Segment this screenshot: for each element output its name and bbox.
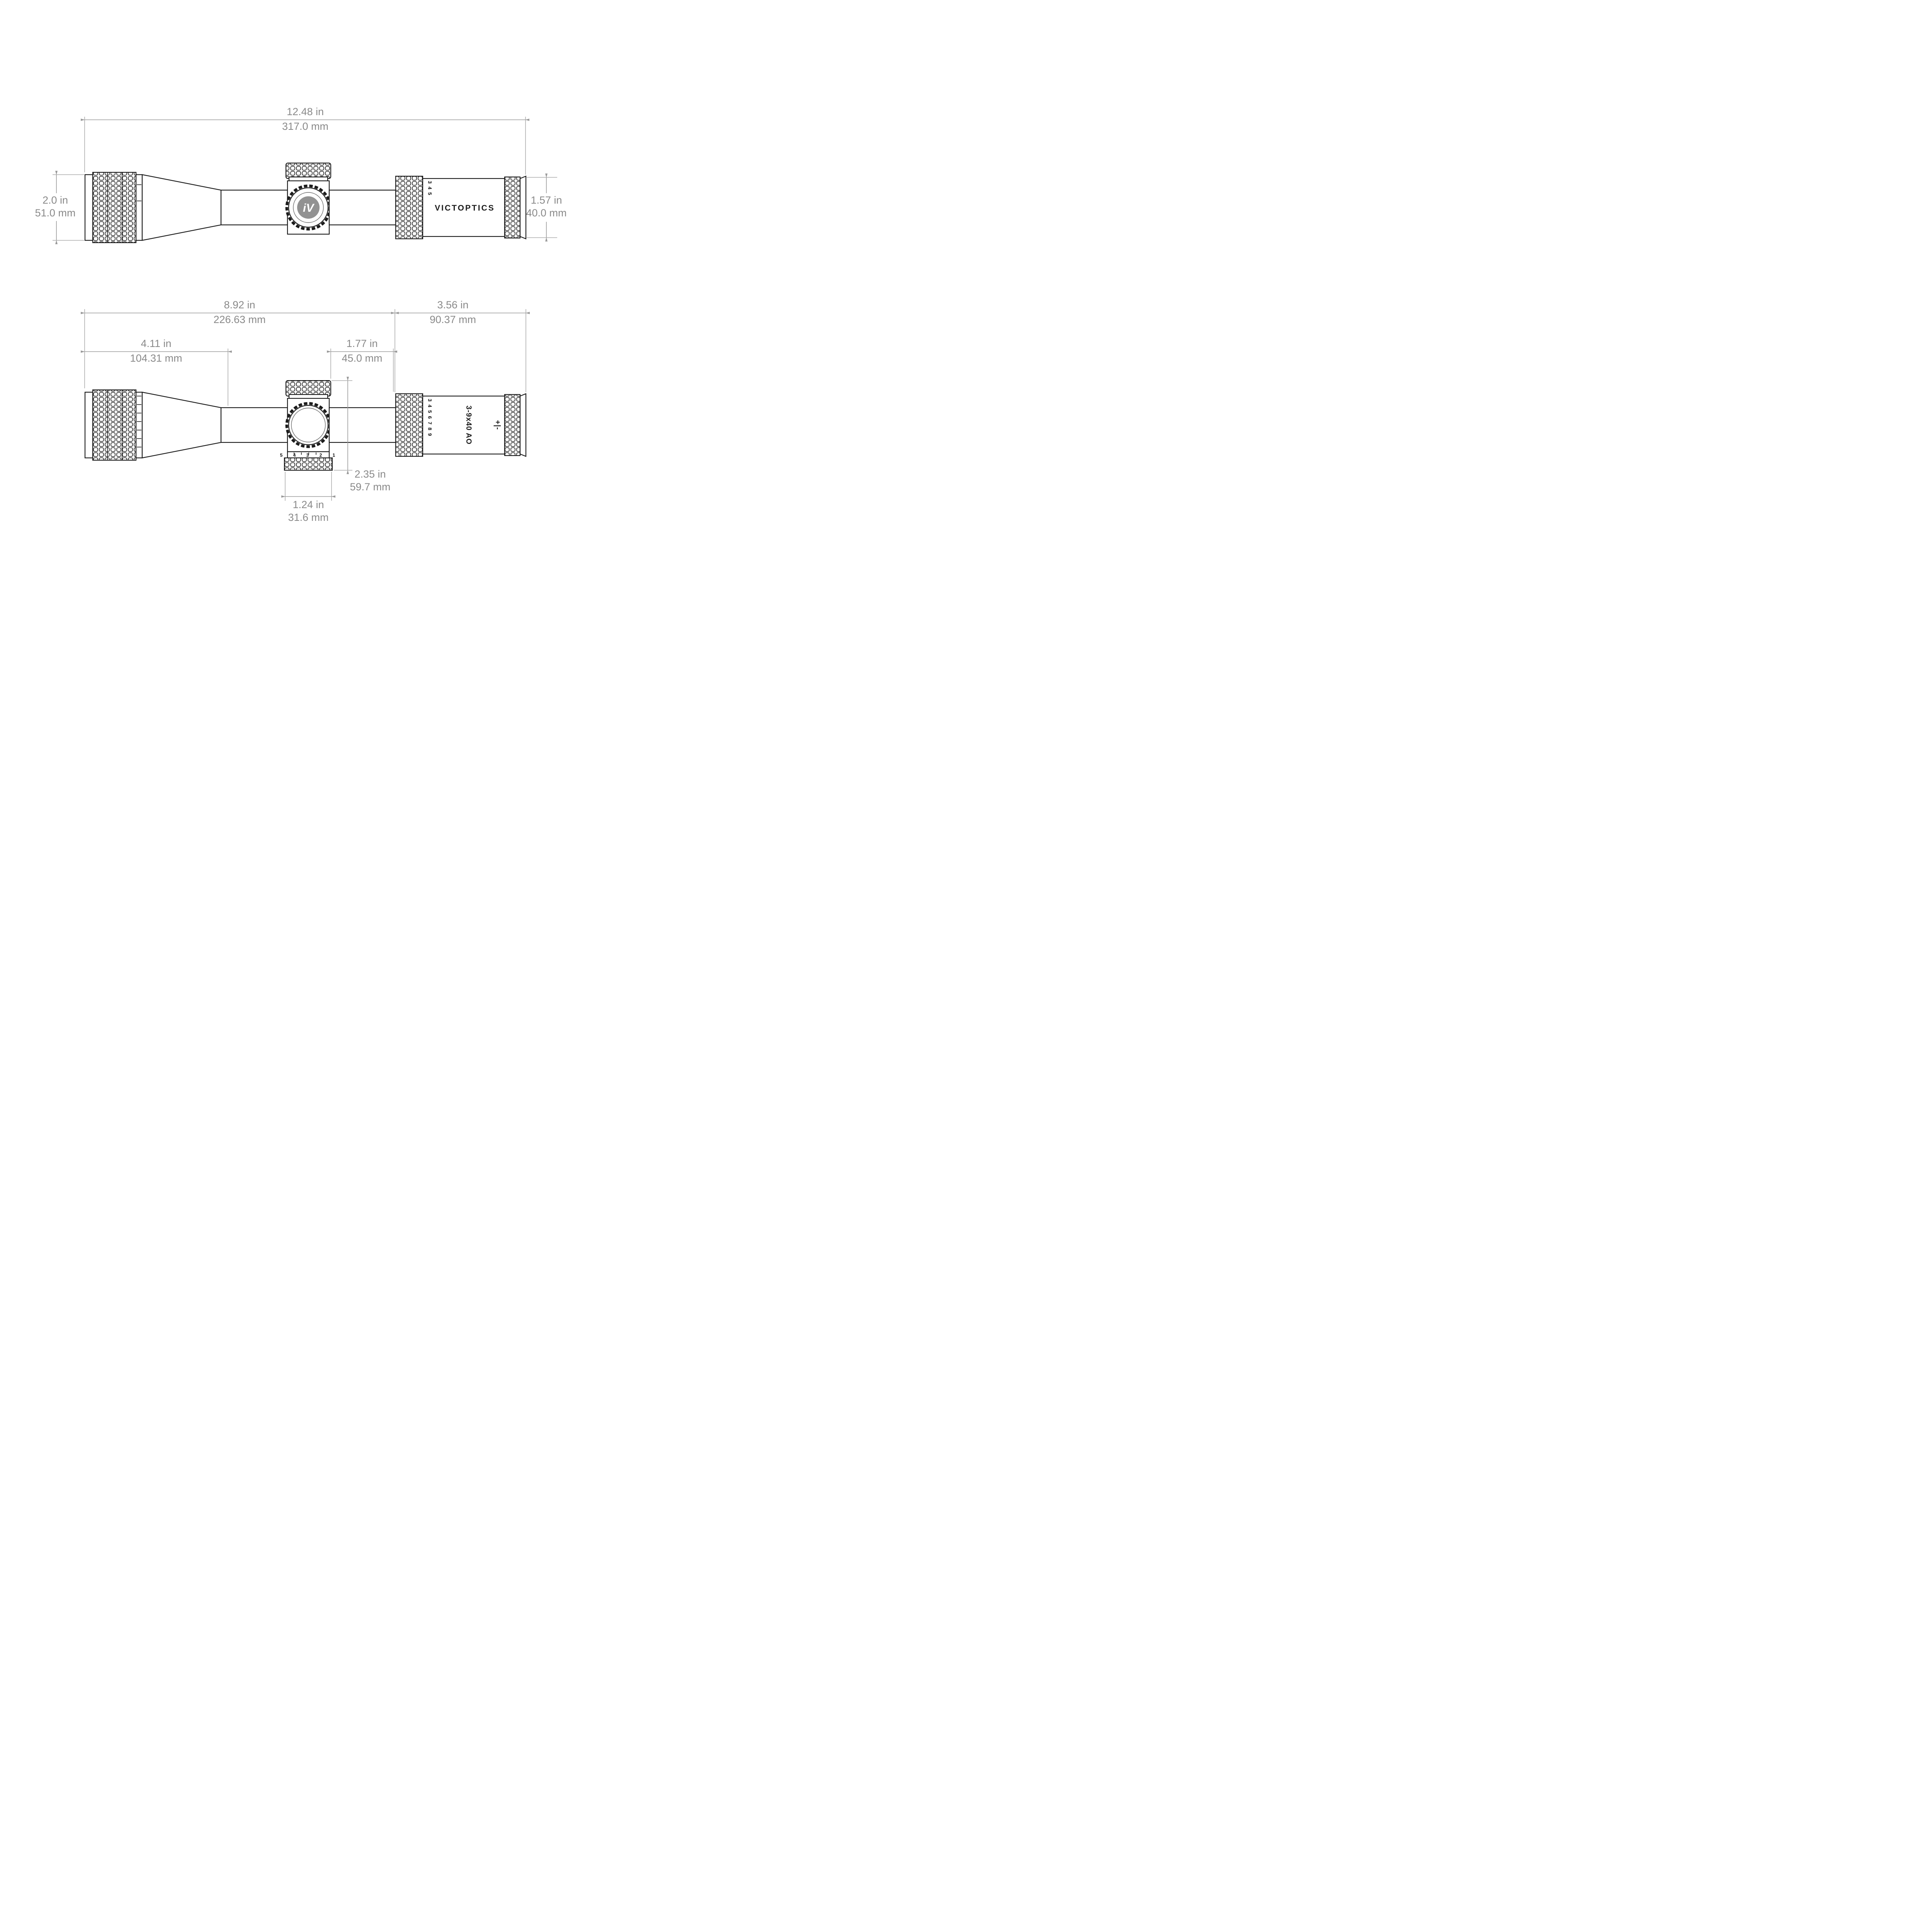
windage-knob-top	[285, 162, 332, 179]
magnification-ring	[395, 393, 423, 457]
elevation-turret-side	[285, 380, 332, 397]
side-view: 8.92 in 226.63 mm 3.56 in 90.37 mm 4.11 …	[81, 299, 530, 523]
brand-logo-badge	[297, 196, 320, 219]
dim-objective-section: 4.11 in 104.31 mm	[81, 338, 232, 406]
dim-turret-width-inches: 1.24 in	[293, 499, 324, 510]
objective-bell-knurl	[92, 389, 137, 461]
eyepiece-body	[422, 395, 505, 455]
objective-rim	[84, 174, 94, 241]
ao-scale-ring	[135, 391, 143, 459]
dim-turret-height-mm: 59.7 mm	[350, 481, 390, 493]
diopter-ring	[504, 394, 521, 456]
dim-objective-dia-inches: 2.0 in	[43, 194, 68, 206]
dim-saddle-to-eyepiece: 1.77 in 45.0 mm	[327, 338, 397, 392]
brand-label: VICTOPTICS	[435, 204, 495, 213]
diopter-marking-label: +|-	[493, 420, 502, 430]
dim-front-section-inches: 8.92 in	[224, 299, 255, 311]
eyepiece-flare	[519, 393, 527, 457]
dim-objective-diameter: 2.0 in 51.0 mm	[35, 171, 84, 244]
tube-rear	[328, 189, 396, 226]
dim-eyepiece-diameter: 1.57 in 40.0 mm	[526, 173, 567, 242]
dim-objective-section-mm: 104.31 mm	[130, 352, 182, 364]
magnification-ring	[395, 175, 423, 240]
objective-taper	[141, 174, 222, 241]
dim-saddle-to-eyepiece-mm: 45.0 mm	[342, 352, 382, 364]
objective-bell-knurl	[92, 172, 137, 243]
scope-top-view-drawing: iV 3 4 5 VICTOPTICS	[84, 162, 527, 243]
dim-turret-width-mm: 31.6 mm	[288, 512, 328, 523]
dim-eyepiece-dia-inches: 1.57 in	[531, 194, 562, 206]
diagram-canvas: 12.48 in 317.0 mm 2.0 in 51.0 mm 1.57 in…	[35, 106, 567, 523]
dim-turret-height: 2.35 in 59.7 mm	[332, 377, 391, 493]
bottom-turret-scale-numbers: 5 4 3 2 1	[280, 452, 340, 458]
model-label: 3-9x40 AO	[464, 405, 473, 444]
magnification-scale-top: 3 4 5	[427, 181, 433, 196]
tube-front	[220, 189, 288, 226]
magnification-scale-side: 3 4 5 6 7 8 9	[427, 399, 433, 437]
dim-overall-length: 12.48 in 317.0 mm	[81, 106, 529, 175]
objective-taper	[141, 391, 222, 459]
eyepiece-body	[422, 178, 505, 237]
top-view: 12.48 in 317.0 mm 2.0 in 51.0 mm 1.57 in…	[35, 106, 567, 244]
dim-objective-section-inches: 4.11 in	[141, 338, 171, 349]
dim-turret-height-inches: 2.35 in	[354, 468, 386, 480]
dim-eyepiece-section-inches: 3.56 in	[437, 299, 468, 311]
objective-rim	[84, 391, 94, 459]
dim-eyepiece-dia-mm: 40.0 mm	[526, 207, 566, 219]
dim-overall-mm: 317.0 mm	[282, 121, 328, 132]
bottom-turret-knurl	[284, 457, 333, 471]
dim-eyepiece-section-mm: 90.37 mm	[430, 314, 476, 325]
eyepiece-flare	[519, 175, 527, 240]
brand-logo-icon: iV	[303, 202, 315, 214]
tube-front	[220, 407, 288, 443]
dim-eyepiece-section: 3.56 in 90.37 mm	[391, 299, 530, 325]
dim-overall-inches: 12.48 in	[287, 106, 324, 117]
dim-objective-dia-mm: 51.0 mm	[35, 207, 75, 219]
dim-front-section-mm: 226.63 mm	[213, 314, 265, 325]
dim-saddle-to-eyepiece-inches: 1.77 in	[346, 338, 378, 349]
scope-side-view-drawing: 3 4 5 6 7 8 9 3-9x40 AO +|- 5 4 3 2 1	[84, 380, 527, 471]
scope-dimension-diagram: 12.48 in 317.0 mm 2.0 in 51.0 mm 1.57 in…	[0, 0, 604, 604]
dim-front-section: 8.92 in 226.63 mm	[81, 299, 526, 392]
dim-turret-width: 1.24 in 31.6 mm	[281, 472, 335, 523]
diopter-ring	[504, 176, 521, 239]
tube-rear	[328, 407, 396, 443]
windage-turret-cap	[288, 405, 329, 446]
